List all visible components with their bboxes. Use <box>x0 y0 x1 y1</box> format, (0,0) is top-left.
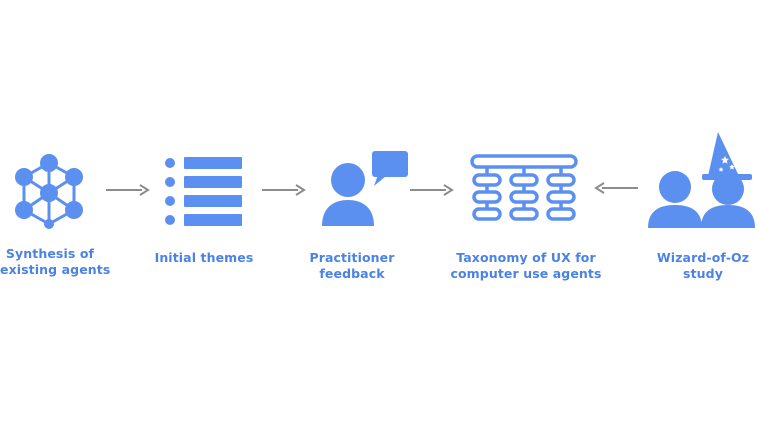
person-and-wizard-icon <box>646 128 758 230</box>
hierarchy-tree-icon <box>470 154 578 228</box>
step-label-line: Practitioner <box>309 250 395 265</box>
arrow-right-icon <box>410 182 454 196</box>
step-label-taxonomy: Taxonomy of UX for computer use agents <box>446 250 606 282</box>
step-label-line: Initial themes <box>154 250 254 265</box>
step-label-line: Wizard-of-Oz <box>656 250 750 265</box>
step-label-line: study <box>683 266 723 281</box>
arrow-left-icon <box>594 180 638 194</box>
step-label-line: feedback <box>319 266 385 281</box>
person-speech-bubble-icon <box>318 148 412 230</box>
step-label-feedback: Practitioner feedback <box>296 250 408 282</box>
network-graph-icon <box>10 150 88 230</box>
step-label-line: existing agents <box>0 262 111 277</box>
step-label-woz: Wizard-of-Oz study <box>648 250 758 282</box>
arrow-right-icon <box>262 182 306 196</box>
bulleted-list-icon <box>162 156 246 226</box>
step-label-line: computer use agents <box>450 266 602 281</box>
step-label-line: Taxonomy of UX for <box>456 250 596 265</box>
step-label-line: Synthesis of <box>5 246 95 261</box>
arrow-right-icon <box>106 182 150 196</box>
step-label-synthesis: Synthesis of existing agents <box>0 246 111 278</box>
step-label-themes: Initial themes <box>150 250 258 266</box>
